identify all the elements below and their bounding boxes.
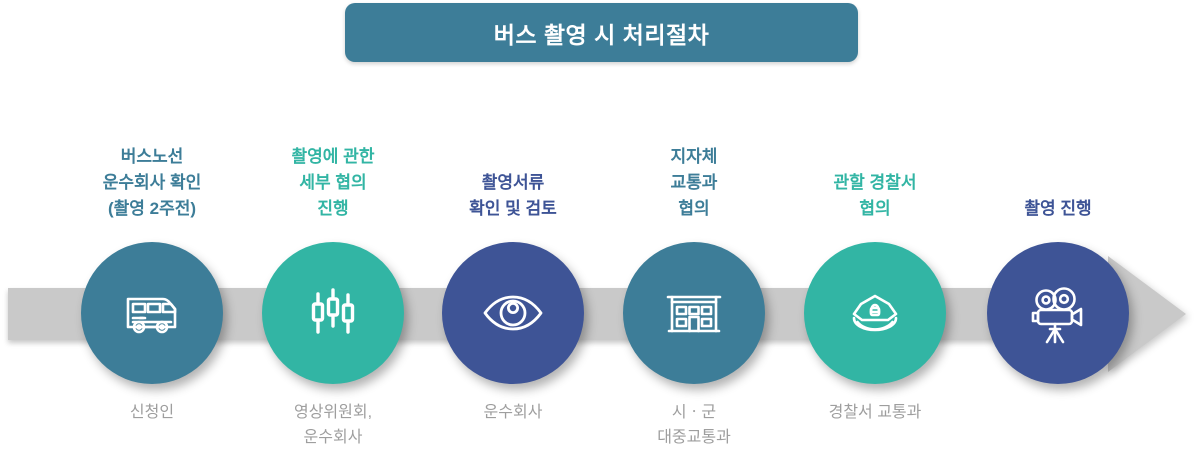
step-2-bottom-label: 영상위원회, 운수회사	[293, 404, 373, 446]
step-5-circle[interactable]	[804, 242, 946, 384]
step-3-bottom-label: 운수회사	[483, 404, 543, 421]
step-1-top-label: 버스노선 운수회사 확인 (촬영 2주전)	[102, 147, 202, 218]
step-3-top-label-wrap: 촬영서류 확인 및 검토	[423, 110, 603, 222]
step-4-top-label: 지자체 교통과 협의	[670, 147, 718, 218]
step-6-top-label-wrap: 촬영 진행	[968, 110, 1148, 222]
step-3-circle[interactable]	[442, 242, 584, 384]
bus-icon	[116, 277, 188, 349]
step-1-circle[interactable]	[81, 242, 223, 384]
step-6-top-label: 촬영 진행	[1024, 199, 1092, 218]
step-3-top-label: 촬영서류 확인 및 검토	[469, 173, 557, 218]
movie-camera-icon	[1023, 278, 1093, 348]
step-4-top-label-wrap: 지자체 교통과 협의	[604, 110, 784, 222]
step-5-top-label: 관할 경찰서 협의	[833, 173, 917, 218]
step-2-circle[interactable]	[262, 242, 404, 384]
government-building-icon	[660, 279, 728, 347]
process-step-5[interactable]: 관할 경찰서 협의 경찰서 교통과	[785, 0, 965, 457]
eye-icon	[477, 277, 549, 349]
process-step-4[interactable]: 지자체 교통과 협의 시ㆍ군 대중교통과	[604, 0, 784, 457]
diagram-title-banner: 버스 촬영 시 처리절차	[345, 3, 858, 62]
step-5-bottom-label: 경찰서 교통과	[828, 404, 922, 421]
process-step-1[interactable]: 버스노선 운수회사 확인 (촬영 2주전)	[62, 0, 242, 457]
step-5-top-label-wrap: 관할 경찰서 협의	[785, 110, 965, 222]
process-step-2[interactable]: 촬영에 관한 세부 협의 진행 영상위원회, 운수회사	[243, 0, 423, 457]
step-2-top-label: 촬영에 관한 세부 협의 진행	[291, 147, 375, 218]
process-step-3[interactable]: 촬영서류 확인 및 검토 운수회사	[423, 0, 603, 457]
step-4-bottom-label: 시ㆍ군 대중교통과	[657, 404, 731, 446]
process-step-6[interactable]: 촬영 진행	[968, 0, 1148, 457]
sliders-icon	[302, 282, 364, 344]
step-1-bottom-label: 신청인	[129, 404, 175, 421]
page-title: 버스 촬영 시 처리절차	[493, 21, 710, 48]
step-2-top-label-wrap: 촬영에 관한 세부 협의 진행	[243, 110, 423, 222]
step-4-circle[interactable]	[623, 242, 765, 384]
step-6-circle[interactable]	[987, 242, 1129, 384]
police-cap-icon	[840, 278, 910, 348]
step-1-top-label-wrap: 버스노선 운수회사 확인 (촬영 2주전)	[62, 110, 242, 222]
